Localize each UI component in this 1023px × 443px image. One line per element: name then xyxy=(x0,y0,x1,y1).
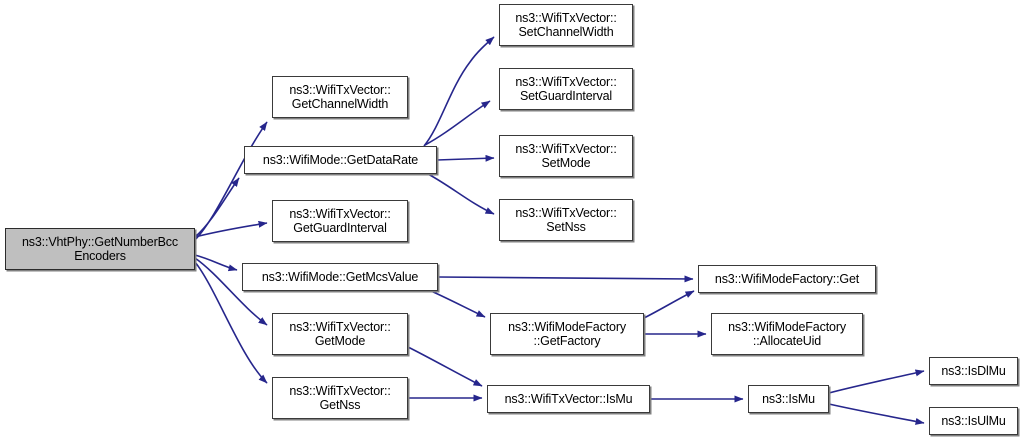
edge-getDataRate-to-setGuardInterval xyxy=(424,100,491,146)
node-isDlMu[interactable]: ns3::IsDlMu xyxy=(929,357,1018,385)
edge-root-to-getChannelWidth xyxy=(194,121,268,241)
node-setGuardInterval[interactable]: ns3::WifiTxVector:: SetGuardInterval xyxy=(499,68,633,110)
edge-getDataRate-to-setMode xyxy=(436,154,495,162)
node-getMcsValue[interactable]: ns3::WifiMode::GetMcsValue xyxy=(242,263,438,291)
node-getFactory[interactable]: ns3::WifiModeFactory ::GetFactory xyxy=(490,313,644,355)
node-factoryGet[interactable]: ns3::WifiModeFactory::Get xyxy=(698,265,876,293)
node-setNss[interactable]: ns3::WifiTxVector:: SetNss xyxy=(499,199,633,241)
node-getMode[interactable]: ns3::WifiTxVector:: GetMode xyxy=(272,313,408,355)
node-setMode[interactable]: ns3::WifiTxVector:: SetMode xyxy=(499,135,633,177)
node-isMu[interactable]: ns3::IsMu xyxy=(748,385,829,413)
edge-root-to-getDataRate xyxy=(194,177,240,238)
node-getGuardInterval[interactable]: ns3::WifiTxVector:: GetGuardInterval xyxy=(272,200,408,242)
node-root[interactable]: ns3::VhtPhy::GetNumberBcc Encoders xyxy=(5,228,195,270)
edge-getFactory-to-factoryGet xyxy=(643,290,695,319)
node-getDataRate[interactable]: ns3::WifiMode::GetDataRate xyxy=(244,146,437,174)
edge-getMode-to-txVectorIsMu xyxy=(407,346,483,387)
edge-getDataRate-to-setChannelWidth xyxy=(423,36,495,147)
node-txVectorIsMu[interactable]: ns3::WifiTxVector::IsMu xyxy=(487,385,650,413)
edge-getMcsValue-to-factoryGet xyxy=(437,275,694,283)
edge-root-to-getGuardInterval xyxy=(194,220,268,238)
node-allocateUid[interactable]: ns3::WifiModeFactory ::AllocateUid xyxy=(711,313,863,355)
edge-root-to-getMcsValue xyxy=(194,254,238,272)
node-getNss[interactable]: ns3::WifiTxVector:: GetNss xyxy=(272,377,408,419)
edge-isMu-to-isUlMu xyxy=(828,403,925,425)
node-isUlMu[interactable]: ns3::IsUlMu xyxy=(929,407,1018,435)
edge-getMcsValue-to-getFactory xyxy=(430,290,486,318)
node-getChannelWidth[interactable]: ns3::WifiTxVector:: GetChannelWidth xyxy=(272,76,408,118)
edge-getDataRate-to-setNss xyxy=(427,173,495,215)
node-setChannelWidth[interactable]: ns3::WifiTxVector:: SetChannelWidth xyxy=(499,4,633,46)
edge-isMu-to-isDlMu xyxy=(828,369,925,394)
